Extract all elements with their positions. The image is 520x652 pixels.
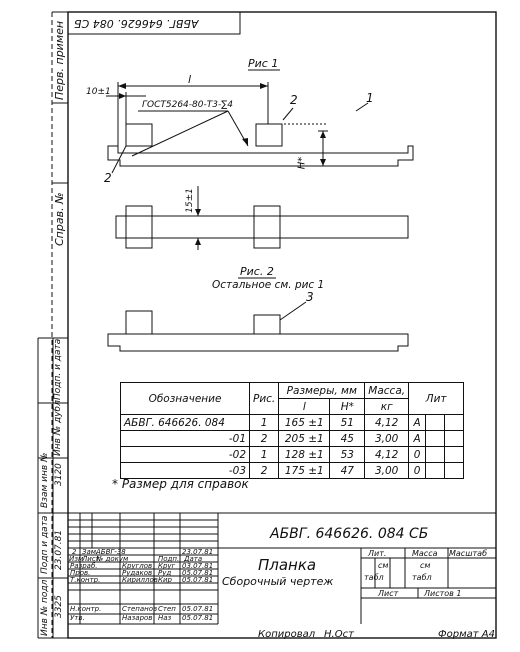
- lit-header: Лит.: [368, 549, 387, 558]
- hdr-podp: Подп.: [158, 555, 180, 563]
- role: Утв.: [70, 614, 85, 622]
- signature: Руд: [158, 569, 172, 577]
- dim-h: H*: [296, 156, 308, 170]
- table-row: -03 2 175 ±1 47 3,00 0: [120, 462, 465, 479]
- sign-date: 03.07.81: [182, 562, 214, 570]
- signature: Кир: [158, 576, 172, 584]
- person-name: Назаров: [122, 614, 153, 622]
- podp-data-label-2: Подп и дата: [40, 515, 50, 574]
- callout-1: 1: [366, 91, 374, 105]
- sm-1: см: [378, 561, 389, 570]
- sm-2: см: [420, 561, 431, 570]
- massa-header: Масса: [412, 549, 438, 558]
- change-doc: АБВГ-38: [96, 548, 126, 556]
- col-l: l: [278, 398, 331, 415]
- spec-table: Обозначение Рис. Размеры, мм Масса, Лит …: [120, 382, 465, 479]
- fig2-title: Рис. 2: [240, 265, 274, 278]
- role: Н.контр.: [70, 605, 102, 613]
- drawing-sheet: АБВГ. 646626. 084 СБ Перв. примен Справ.…: [8, 8, 510, 644]
- part-name: Планка: [258, 556, 317, 574]
- col-h: H*: [329, 398, 366, 415]
- signature: Степ: [158, 605, 176, 613]
- callout-3: 3: [306, 290, 314, 304]
- kopiroval-label: Копировал: [258, 629, 316, 640]
- hdr-data: Дата: [184, 555, 203, 563]
- top-stamp: АБВГ. 646626. 084 СБ: [74, 17, 199, 30]
- list-label: Лист: [378, 589, 399, 598]
- gost-label: ГОСТ5264-80-Т3-∑4: [142, 100, 233, 110]
- part-subname: Сборочный чертеж: [222, 575, 334, 588]
- role: Т.контр.: [70, 576, 101, 584]
- callout-2a: 2: [290, 93, 298, 107]
- role: Разраб.: [70, 562, 98, 570]
- callout-2b: 2: [104, 171, 112, 185]
- tabl-2: табл: [412, 573, 432, 582]
- col-fig: Рис.: [248, 382, 280, 415]
- inv-podl-value: 3325: [54, 595, 64, 618]
- col-sizes: Размеры, мм: [278, 382, 366, 399]
- drawing-lines: [37, 11, 497, 639]
- person-name: Рудаков: [122, 569, 153, 577]
- change-date: 23.07.81: [182, 548, 214, 556]
- col-mass-unit: кг: [364, 398, 410, 415]
- dim-15: 15±1: [184, 188, 195, 213]
- inv-dubl-label: Инв № дубл: [53, 400, 63, 456]
- col-lit: Лит: [408, 382, 465, 415]
- person-name: Круглов: [122, 562, 153, 570]
- hdr-doc: № докум: [96, 555, 129, 563]
- dim-10: 10±1: [86, 87, 111, 97]
- tabl-1: табл: [364, 573, 384, 582]
- listov-label: Листов 1: [424, 589, 462, 598]
- date-value: 23.07.81: [54, 529, 64, 570]
- doc-number: АБВГ. 646626. 084 СБ: [270, 526, 429, 542]
- vzam-inv-label: Взам инв №: [40, 452, 50, 508]
- sign-date: 05.07.81: [182, 576, 214, 584]
- dim-l: l: [188, 73, 192, 86]
- vzam-inv-value: 3120: [54, 463, 64, 486]
- person-name: Кириллов: [122, 576, 158, 584]
- signature: Наз: [158, 614, 172, 622]
- format-label: Формат А4: [438, 629, 495, 640]
- hdr-list: Лист: [82, 555, 100, 563]
- sign-date: 05.07.81: [182, 605, 214, 613]
- perv-primen-label: Перв. примен: [53, 20, 66, 100]
- sign-date: 05.07.81: [182, 614, 214, 622]
- change-izm: 2: [72, 548, 77, 556]
- person-name: Степанов: [122, 605, 158, 613]
- podp-data-label: Подп. и дата: [53, 338, 63, 400]
- hdr-izm: Изм: [69, 555, 84, 563]
- table-row: -01 2 205 ±1 45 3,00 А: [120, 430, 465, 447]
- col-designation: Обозначение: [120, 382, 250, 415]
- kopiroval-signature: Н.Ост: [324, 629, 354, 640]
- change-zam: Зам.: [82, 548, 99, 556]
- sign-date: 05.07.81: [182, 569, 214, 577]
- reference-note: * Размер для справок: [112, 477, 249, 491]
- fig2-note: Остальное см. рис 1: [212, 279, 325, 291]
- fig1-title: Рис 1: [248, 57, 279, 70]
- inv-podl-label: Инв № подл: [40, 579, 50, 636]
- col-mass: Масса,: [364, 382, 410, 399]
- masshtab-header: Масштаб: [449, 549, 488, 558]
- role: Пров.: [70, 569, 91, 577]
- signature: Круг: [158, 562, 176, 570]
- table-row: АБВГ. 646626. 084 1 165 ±1 51 4,12 А: [120, 414, 465, 431]
- table-row: -02 1 128 ±1 53 4,12 0: [120, 446, 465, 463]
- sprav-label: Справ. №: [53, 192, 66, 246]
